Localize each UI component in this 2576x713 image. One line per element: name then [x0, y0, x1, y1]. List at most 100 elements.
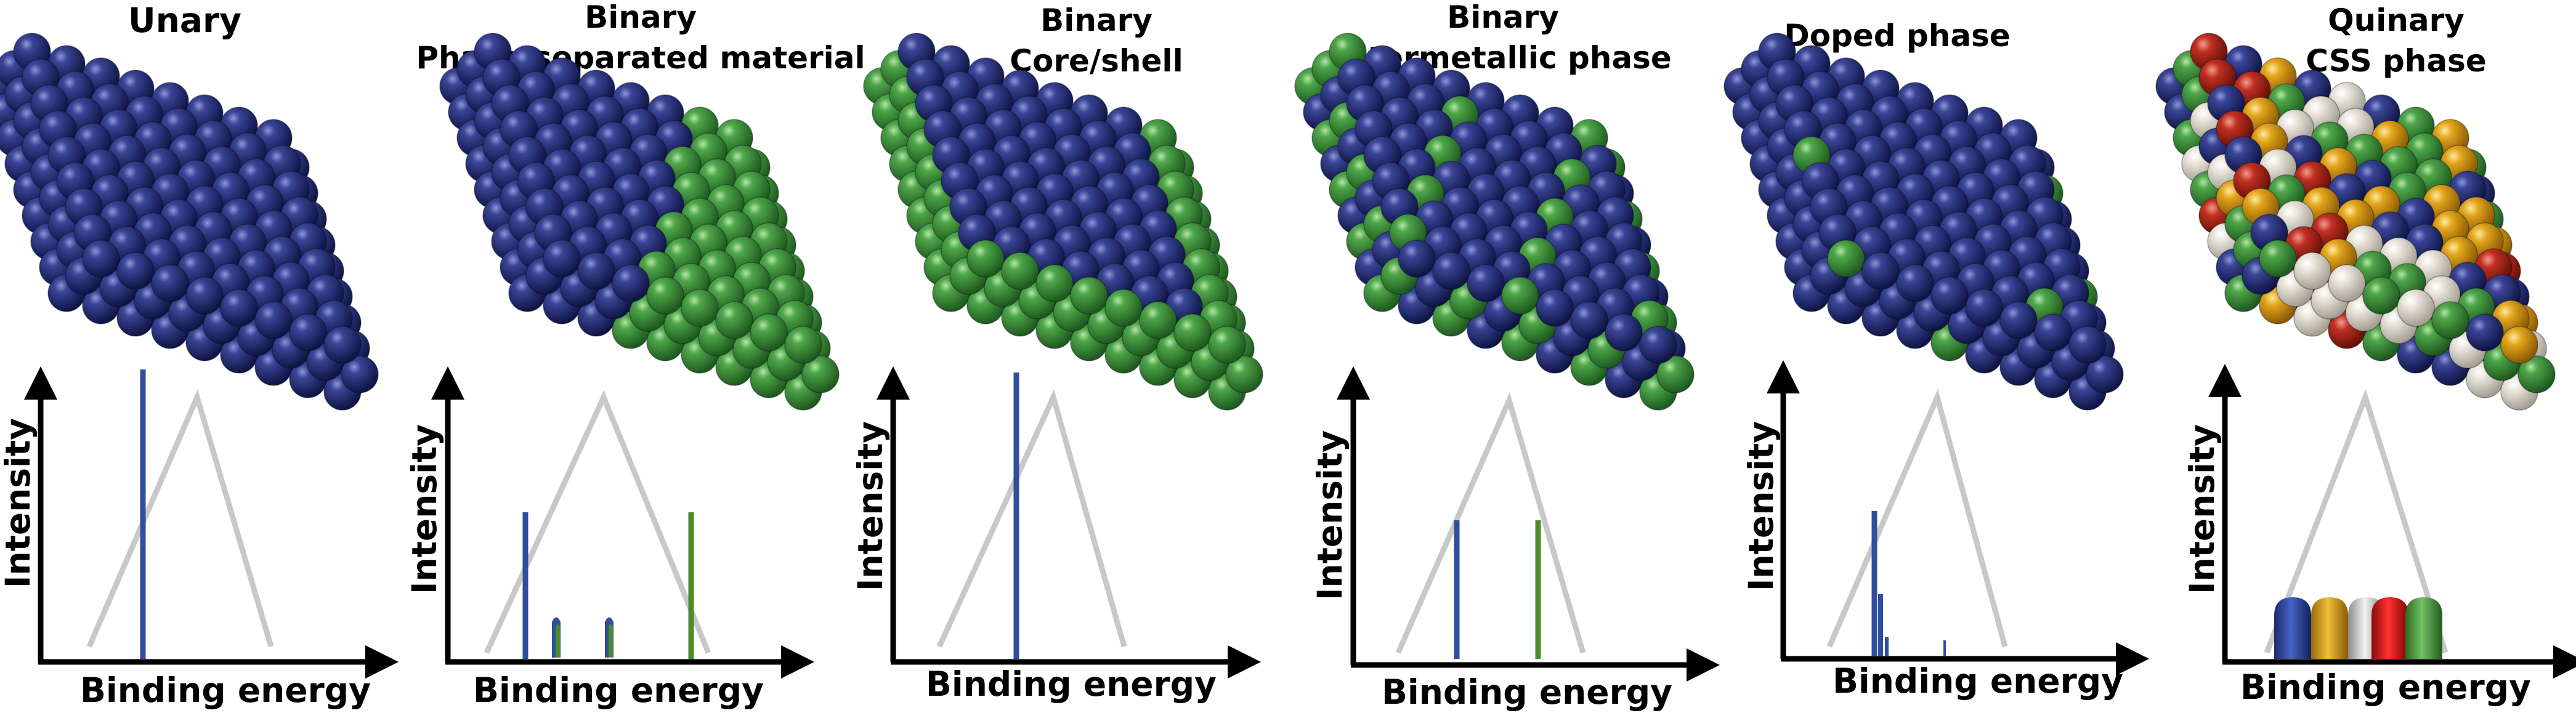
atom-blue — [2086, 355, 2124, 393]
broad-envelope — [1395, 392, 1586, 654]
atom-green — [801, 355, 840, 393]
cluster-blue-few-green — [1723, 33, 2124, 411]
x-axis-label: Binding energy — [473, 671, 764, 710]
broad-envelope — [2264, 389, 2448, 654]
panel-title-quinary: Quinary CSS phase — [2267, 0, 2525, 81]
atom-blue — [254, 301, 293, 339]
atom-green — [1827, 240, 1865, 278]
broad-envelope — [1826, 389, 2008, 648]
atom-green — [681, 289, 719, 327]
spectrum-panel-unary: Intensity Binding energy — [0, 366, 399, 710]
y-axis-label: Intensity — [0, 418, 38, 588]
atom-blue — [1965, 289, 2003, 327]
atom-green — [2362, 276, 2400, 315]
atom-green — [2517, 355, 2556, 393]
y-axis-label: Intensity — [405, 424, 444, 594]
atom-blue — [185, 276, 224, 315]
x-axis-label: Binding energy — [2240, 667, 2531, 707]
atom-green — [966, 240, 1005, 278]
atom-yellow — [2500, 326, 2538, 364]
cluster-blue-green-separated — [439, 33, 840, 411]
panel-title-doped: Doped phase — [1743, 15, 2051, 56]
panel-title-core-shell: Binary Core/shell — [942, 0, 1250, 81]
atom-blue — [151, 264, 189, 302]
atom-blue — [577, 252, 615, 290]
spectrum-panel-core-shell: Intensity Binding energy — [851, 366, 1261, 704]
title-line: Binary — [585, 0, 697, 35]
atom-white — [2397, 289, 2435, 327]
atom-blue — [82, 240, 120, 278]
broad-envelope — [86, 389, 274, 648]
atom-green — [750, 313, 788, 352]
spectrum-panel-doped: Intensity Binding energy — [1741, 360, 2149, 701]
atom-blue — [1398, 240, 1436, 278]
atom-blue — [1605, 313, 1643, 352]
atom-blue — [2068, 326, 2107, 364]
atom-green — [1656, 355, 1695, 393]
atom-blue — [1896, 264, 1934, 302]
atom-green — [1173, 313, 1212, 352]
atom-blue — [1639, 326, 1677, 364]
atom-green — [1208, 326, 1246, 364]
atom-blue — [1861, 252, 1900, 290]
nanoparticle-clusters — [0, 33, 2556, 411]
atom-blue — [1570, 301, 1608, 339]
y-axis-label: Intensity — [1310, 430, 1350, 600]
x-axis-label: Binding energy — [1382, 672, 1672, 712]
atom-green — [646, 276, 684, 315]
x-axis-label: Binding energy — [80, 671, 371, 710]
atom-green — [1104, 289, 1143, 327]
title-line: Unary — [128, 1, 241, 40]
atom-green — [1501, 276, 1539, 315]
x-axis-label: Binding energy — [926, 664, 1217, 704]
minor-peak-green — [609, 624, 613, 658]
atom-green — [1225, 355, 1263, 393]
title-line: Binary — [1040, 2, 1152, 38]
atom-blue — [1432, 252, 1470, 290]
atom-blue — [1930, 276, 1969, 315]
atom-green — [1035, 264, 1074, 302]
title-line: Core/shell — [1010, 43, 1183, 79]
cluster-blue-green-ordered — [1294, 33, 1695, 411]
atom-blue — [1999, 301, 2038, 339]
atom-white — [2328, 264, 2366, 302]
atom-blue — [612, 264, 650, 302]
peak-cap-yellow — [2311, 597, 2348, 659]
spectrum-panel-quinary: Intensity Binding energy — [2182, 364, 2576, 707]
atom-blue — [2466, 313, 2504, 352]
atom-blue — [341, 355, 379, 393]
title-line: Doped phase — [1784, 18, 2011, 54]
broad-envelope — [936, 389, 1127, 648]
minor-peak-green — [556, 624, 560, 658]
spectrum-panel-phase-separated: Intensity Binding energy — [405, 366, 814, 710]
atom-blue — [543, 240, 581, 278]
atom-green — [784, 326, 822, 364]
y-axis-label: Intensity — [1741, 421, 1781, 591]
broad-envelope — [484, 390, 711, 654]
atom-blue — [2034, 313, 2072, 352]
y-axis-label: Intensity — [2182, 424, 2222, 594]
y-axis-label: Intensity — [851, 421, 890, 591]
atom-green — [1139, 301, 1177, 339]
title-line: Quinary — [2328, 2, 2465, 38]
atom-blue — [1467, 264, 1505, 302]
atom-blue — [323, 326, 362, 364]
atom-white — [2293, 252, 2331, 290]
cluster-blue — [0, 33, 379, 411]
title-line: CSS phase — [2306, 43, 2487, 79]
atom-green — [1001, 252, 1039, 290]
atom-green — [2259, 240, 2297, 278]
atom-blue — [116, 252, 155, 290]
atom-blue — [289, 313, 327, 352]
peak-cap-red — [2371, 597, 2408, 659]
atom-blue — [1536, 289, 1574, 327]
peak-cap-blue — [2274, 597, 2311, 659]
panel-title-unary: Unary — [92, 0, 277, 41]
peak-cap-green — [2405, 597, 2442, 659]
cluster-blue-shell-green-core — [863, 33, 1263, 411]
atom-green — [1070, 276, 1108, 315]
spectrum-panel-intermetallic: Intensity Binding energy — [1310, 366, 1720, 712]
atom-blue — [220, 289, 258, 327]
x-axis-label: Binding energy — [1833, 661, 2123, 701]
